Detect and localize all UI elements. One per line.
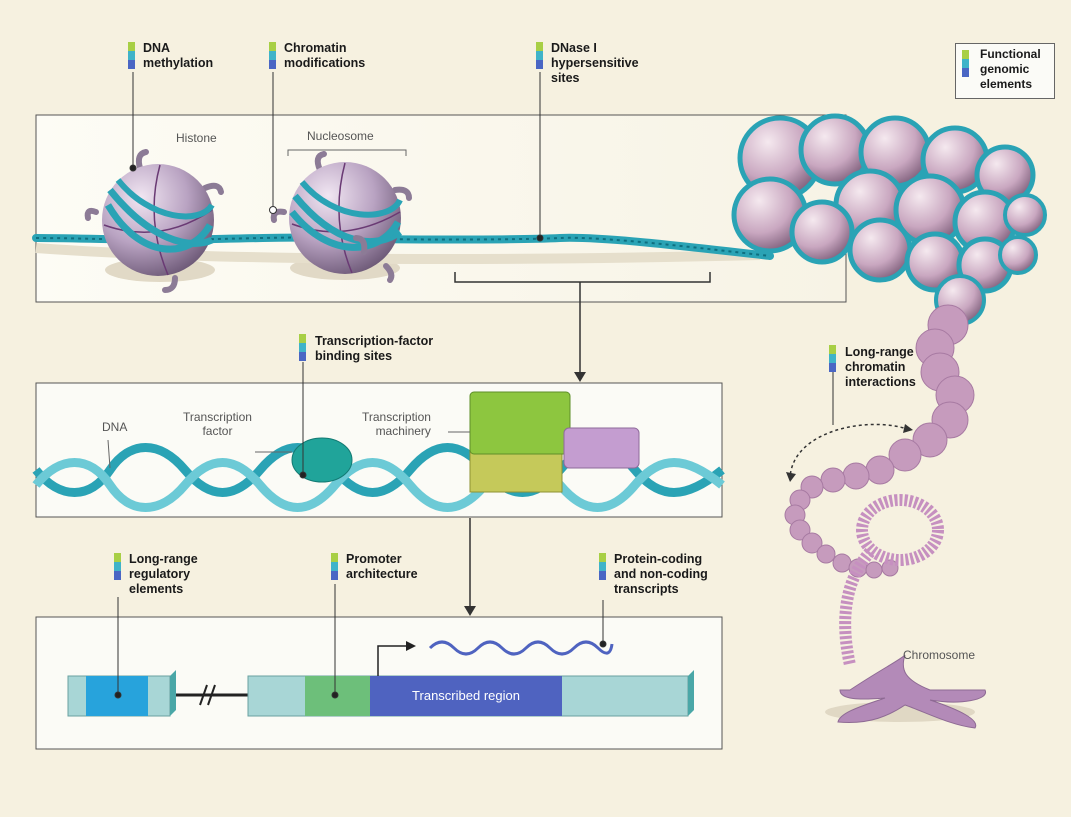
tag-chromatin-modifications: [269, 42, 276, 69]
annotation-transcription-factor: Transcription factor: [183, 410, 252, 438]
annotation-transcription-machinery: Transcription machinery: [362, 410, 431, 438]
legend: Functional genomic elements: [955, 43, 1055, 99]
label-dnase: DNase I hypersensitive sites: [551, 41, 639, 85]
label-dna-methylation: DNA methylation: [143, 41, 214, 70]
tag-dna-methylation: [128, 42, 135, 69]
chromosome-shape: [825, 654, 986, 729]
histone-1: [84, 149, 224, 293]
label-transcripts: Protein-coding and non-coding transcript…: [614, 552, 708, 596]
annotation-chromosome: Chromosome: [903, 648, 976, 662]
annotation-histone: Histone: [176, 131, 217, 145]
chromatin-fiber: [731, 113, 1047, 729]
label-long-range-interactions: Long-range chromatin interactions: [845, 345, 916, 389]
legend-label: Functional genomic elements: [980, 47, 1041, 91]
chromatin-panel: [32, 114, 847, 303]
tag-dnase: [536, 42, 543, 69]
label-chromatin-modifications: Chromatin modifications: [284, 41, 366, 70]
annotation-nucleosome: Nucleosome: [307, 129, 374, 143]
tag-tf-binding: [299, 334, 306, 361]
tag-long-range-regulatory: [114, 553, 121, 580]
histone-2: [270, 151, 412, 283]
transcription-factor-shape: [291, 437, 353, 483]
annotation-transcribed-region: Transcribed region: [412, 688, 520, 703]
transcription-machinery-shape: [469, 391, 640, 493]
tag-transcripts: [599, 553, 606, 580]
annotation-dna: DNA: [102, 420, 128, 434]
label-long-range-regulatory: Long-range regulatory elements: [129, 552, 198, 596]
tag-long-range-interactions: [829, 345, 836, 372]
tag-promoter: [331, 553, 338, 580]
transcription-panel: [32, 382, 725, 518]
legend-swatch: [962, 50, 969, 77]
label-promoter: Promoter architecture: [346, 552, 418, 581]
gene-panel: [35, 616, 723, 750]
label-tf-binding: Transcription-factor binding sites: [315, 334, 434, 363]
